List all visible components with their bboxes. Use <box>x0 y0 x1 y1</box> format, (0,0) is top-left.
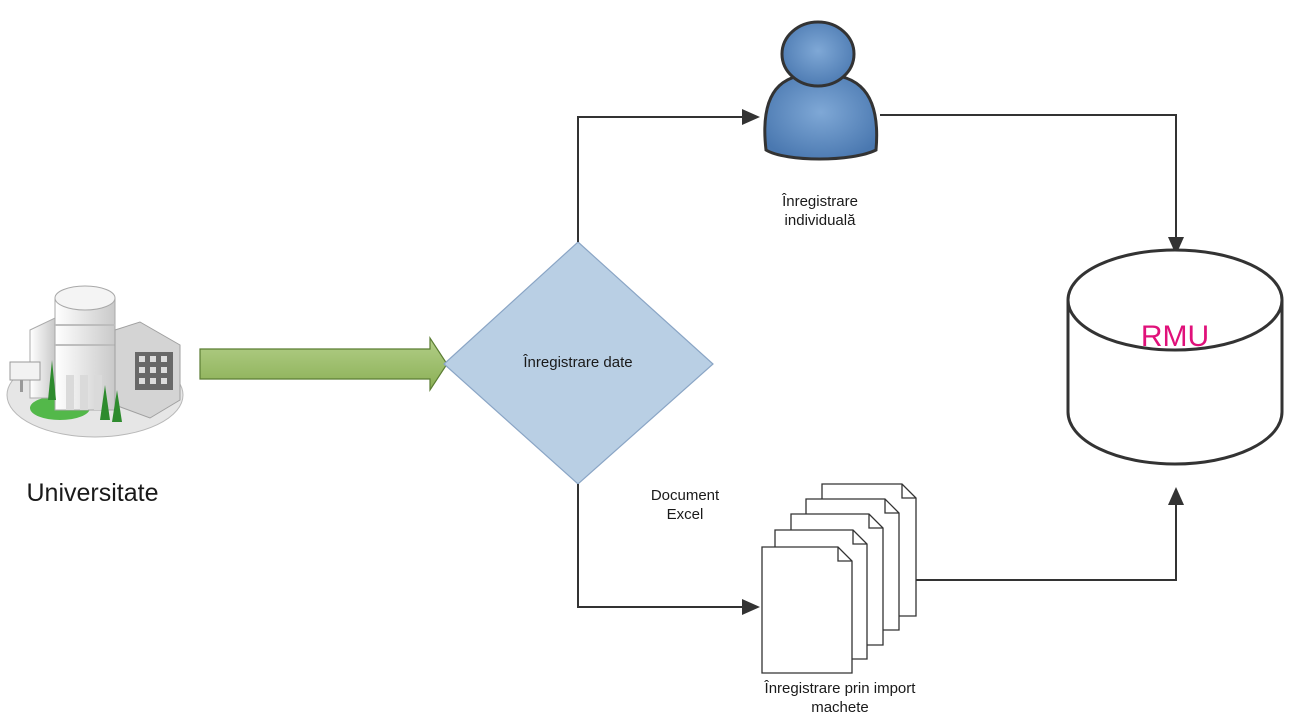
university-label: Universitate <box>26 479 159 507</box>
document-stack-icon <box>761 483 917 674</box>
decision-label: Înregistrare date <box>523 354 633 371</box>
arrowheads <box>742 109 1184 615</box>
document-folds <box>837 484 916 562</box>
excel-edge-label: Document Excel <box>620 487 750 525</box>
excel-edge-label-line1: Document <box>650 487 720 504</box>
import-label-line1: Înregistrare prin import <box>764 680 916 697</box>
database-icon <box>1066 248 1284 466</box>
import-label-line2: machete <box>811 698 869 716</box>
arrowhead-rmu-top <box>1168 237 1184 255</box>
user-icon <box>763 20 879 161</box>
arrowhead-individual <box>742 109 760 125</box>
excel-edge-label-line2: Excel <box>666 505 704 523</box>
individual-label-line1: Înregistrare <box>782 193 858 210</box>
flow-arrow-university-to-decision <box>199 335 448 393</box>
individual-label-line2: individuală <box>784 211 856 229</box>
connector-lines <box>577 114 1177 608</box>
arrowhead-import <box>742 599 760 615</box>
connector-decision-to-individual <box>577 116 745 242</box>
connector-individual-to-rmu <box>880 114 1177 240</box>
database-label: RMU <box>1140 320 1210 353</box>
university-building-icon <box>6 285 184 438</box>
arrowhead-rmu-bottom <box>1168 487 1184 505</box>
connector-decision-to-import <box>577 484 745 608</box>
import-label: Înregistrare prin import machete <box>700 680 980 718</box>
connector-import-to-rmu <box>915 495 1177 581</box>
individual-label: Înregistrare individuală <box>730 193 910 231</box>
